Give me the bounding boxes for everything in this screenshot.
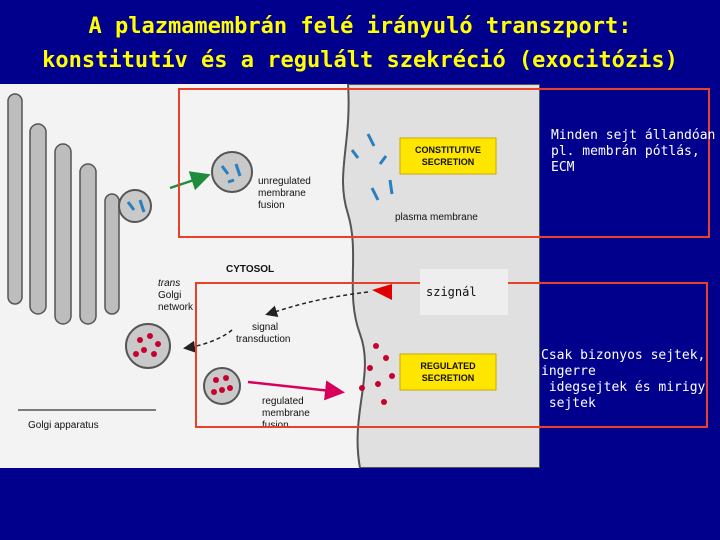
regulated-fusion-label-3: fusion — [262, 420, 289, 431]
unregulated-label-2: membrane — [258, 188, 306, 199]
constitutive-note: Minden sejt állandóan pl. membrán pótlás… — [551, 128, 716, 175]
plasma-membrane-label: plasma membrane — [395, 212, 478, 223]
constitutive-label-1: CONSTITUTIVE — [415, 145, 481, 155]
golgi-apparatus-label: Golgi apparatus — [28, 420, 99, 431]
signal-label-2: transduction — [236, 334, 290, 345]
regulated-fusion-label-1: regulated — [262, 396, 304, 407]
cytosol-label: CYTOSOL — [226, 264, 274, 275]
signal-label-box: szignál — [420, 269, 508, 315]
golgi-stack — [7, 93, 120, 325]
regulated-label-1: REGULATED — [420, 361, 476, 371]
secretory-granules — [133, 333, 395, 405]
network-label: network — [158, 302, 194, 313]
slide-title-line-2: konstitutív és a regulált szekréció (exo… — [42, 48, 678, 73]
signal-note: szignál — [426, 285, 477, 299]
regulated-label-2: SECRETION — [422, 373, 475, 383]
regulated-note: Csak bizonyos sejtek, ingerre idegsejtek… — [541, 348, 706, 411]
constitutive-label-2: SECRETION — [422, 157, 475, 167]
regulated-fusion-label-2: membrane — [262, 408, 310, 419]
signal-label-1: signal — [252, 322, 278, 333]
unregulated-label-3: fusion — [258, 200, 285, 211]
golgi-label: Golgi — [158, 290, 181, 301]
unregulated-label-1: unregulated — [258, 176, 311, 187]
slide-title-line-1: A plazmamembrán felé irányuló transzport… — [88, 14, 632, 39]
constitutive-highlight-box — [178, 88, 710, 238]
trans-label: trans — [158, 278, 180, 289]
